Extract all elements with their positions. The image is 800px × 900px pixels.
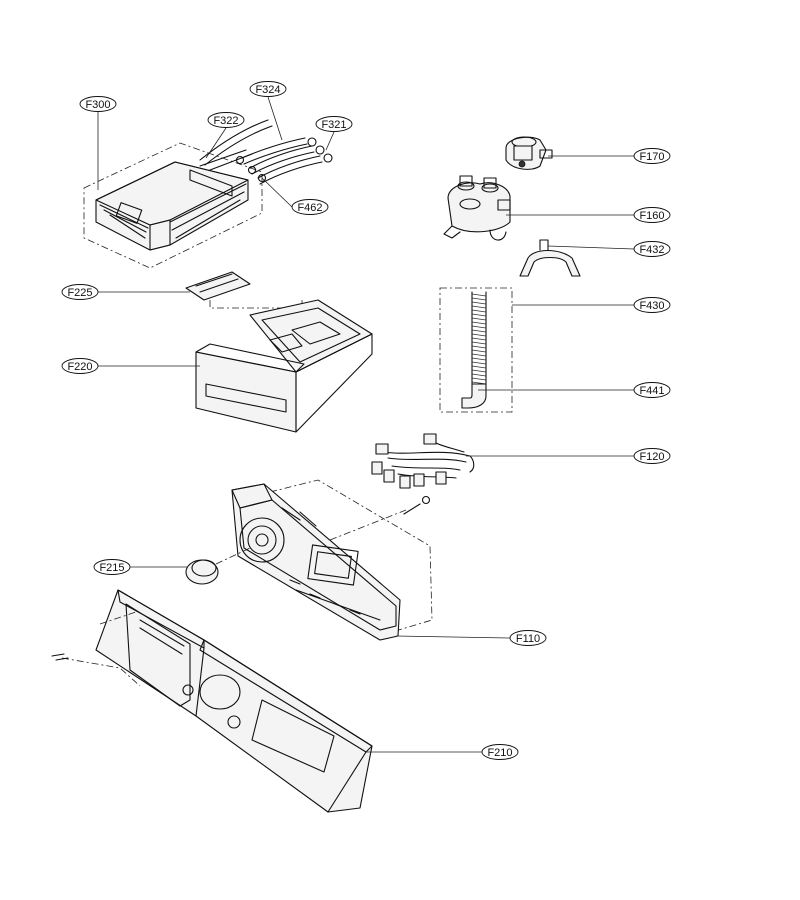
label-oval — [509, 630, 547, 646]
part-hose-guide — [519, 239, 581, 277]
label-oval — [291, 199, 329, 215]
label-oval — [207, 112, 245, 128]
label-f322: F322 — [207, 112, 245, 128]
label-oval — [633, 241, 671, 257]
label-f321: F321 — [315, 116, 353, 132]
label-oval — [61, 284, 99, 300]
part-control-pcb — [231, 479, 433, 641]
label-oval — [481, 744, 519, 760]
hose-rib — [471, 313, 487, 317]
label-oval — [633, 448, 671, 464]
label-oval — [633, 207, 671, 223]
label-f110: F110 — [509, 630, 547, 646]
label-f225: F225 — [61, 284, 99, 300]
part-clamps-f321 — [307, 137, 333, 163]
leader-f322 — [205, 127, 227, 159]
label-oval — [633, 148, 671, 164]
label-f430: F430 — [633, 297, 671, 313]
part-program-knob — [185, 547, 251, 585]
label-f170: F170 — [633, 148, 671, 164]
label-text: F300 — [85, 99, 110, 111]
hose-rib — [471, 353, 487, 357]
label-f220: F220 — [61, 358, 99, 374]
label-oval — [249, 81, 287, 97]
label-f300: F300 — [79, 96, 117, 112]
label-oval — [633, 382, 671, 398]
hose-rib — [471, 349, 487, 353]
hose-rib — [471, 317, 487, 321]
label-text: F462 — [297, 202, 322, 214]
part-drain-hose — [439, 287, 513, 413]
part-dispenser-housing — [83, 142, 263, 269]
label-oval — [61, 358, 99, 374]
hose-rib — [471, 345, 487, 349]
hose-rib — [471, 301, 487, 305]
hose-rib — [471, 357, 487, 361]
part-water-valve-triple — [443, 175, 511, 241]
hose-rib — [471, 293, 487, 297]
label-f462: F462 — [291, 199, 329, 215]
label-text: F225 — [67, 287, 92, 299]
label-text: F220 — [67, 361, 92, 373]
label-f215: F215 — [93, 559, 131, 575]
label-oval — [79, 96, 117, 112]
label-f432: F432 — [633, 241, 671, 257]
label-text: F432 — [639, 244, 664, 256]
label-f210: F210 — [481, 744, 519, 760]
label-oval — [93, 559, 131, 575]
label-text: F160 — [639, 210, 664, 222]
hose-rib — [471, 377, 487, 381]
leader-f110 — [395, 635, 511, 639]
hose-rib — [471, 369, 487, 373]
hose-rib — [471, 333, 487, 337]
label-text: F322 — [213, 115, 238, 127]
hose-rib — [471, 325, 487, 329]
label-oval — [633, 297, 671, 313]
label-f160: F160 — [633, 207, 671, 223]
leader-lines — [97, 96, 635, 753]
hose-rib — [471, 297, 487, 301]
label-f441: F441 — [633, 382, 671, 398]
hose-rib — [471, 309, 487, 313]
hose-rib — [471, 341, 487, 345]
part-hose-f322 — [199, 119, 273, 166]
label-text: F441 — [639, 385, 664, 397]
label-text: F324 — [255, 84, 280, 96]
leader-f462 — [261, 177, 293, 208]
part-clips-f462 — [235, 155, 267, 183]
part-dispenser-drawer — [195, 299, 373, 433]
leader-f321 — [325, 131, 335, 151]
label-oval — [315, 116, 353, 132]
label-text: F210 — [487, 747, 512, 759]
leader-f324 — [267, 96, 283, 141]
label-text: F215 — [99, 562, 124, 574]
part-siphon-cover — [185, 271, 303, 309]
label-text: F110 — [516, 633, 540, 645]
hose-rib — [471, 329, 487, 333]
hose-rib — [471, 337, 487, 341]
hose-rib — [471, 373, 487, 377]
part-wire-harness — [371, 433, 475, 489]
part-control-panel — [51, 589, 373, 813]
hose-rib — [471, 365, 487, 369]
label-f324: F324 — [249, 81, 287, 97]
label-text: F321 — [321, 119, 346, 131]
label-f120: F120 — [633, 448, 671, 464]
label-text: F120 — [639, 451, 664, 463]
part-screw — [403, 495, 431, 515]
hose-rib — [471, 305, 487, 309]
label-text: F170 — [639, 151, 664, 163]
leader-f432 — [547, 245, 635, 250]
hose-rib — [471, 321, 487, 325]
hose-rib — [471, 361, 487, 365]
label-text: F430 — [639, 300, 664, 312]
part-water-valve-single — [505, 136, 553, 170]
